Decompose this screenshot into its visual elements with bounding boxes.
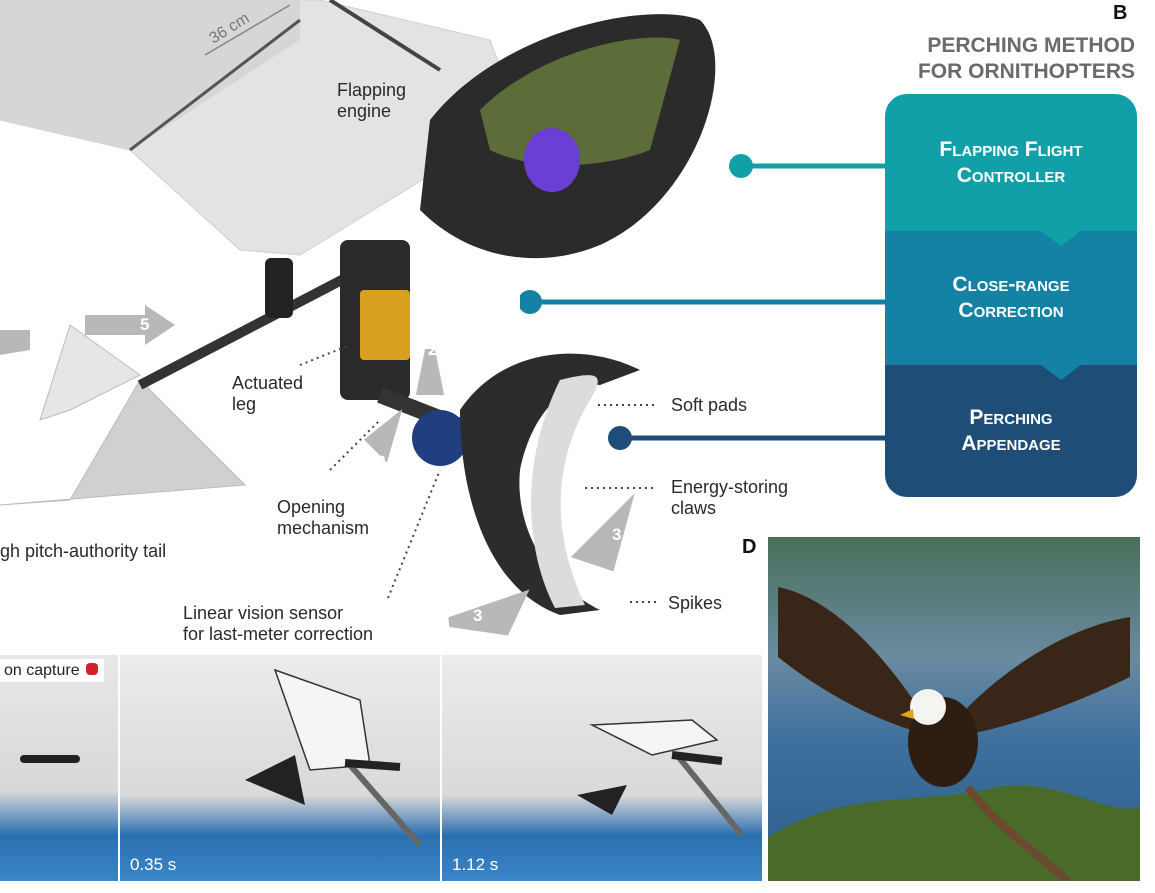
label-vision-sensor: Linear vision sensor for last-meter corr… (183, 603, 374, 644)
arrow-2-down (364, 409, 403, 463)
section-notches (1041, 231, 1081, 380)
capture-frame-2: 0.35 s (120, 655, 440, 881)
label-soft-pads: Soft pads (671, 395, 748, 415)
label-actuated-leg: Actuated leg (232, 373, 304, 414)
record-icon (84, 661, 101, 677)
capture-frame-3: 1.12 s (442, 655, 762, 881)
label-tail: gh pitch-authority tail (0, 541, 167, 561)
arrow-number-3b: 3 (473, 606, 483, 625)
panel-letter-b: B (1113, 2, 1128, 24)
connector-lines (520, 154, 890, 450)
arrow-3-down (448, 589, 530, 636)
arrow-number-5: 5 (140, 315, 150, 334)
claw-frame (460, 353, 640, 615)
panel-a-illustration: 1 2 2 2 3 3 5 36 cm Flapping engine Actu… (0, 0, 788, 650)
tail-fin (39, 324, 141, 421)
arrow-number-3a: 3 (612, 525, 622, 544)
arrow-2-up (415, 349, 445, 395)
purple-component (524, 128, 580, 192)
ornithopter-illustration (0, 0, 716, 636)
tail-plane (0, 379, 247, 506)
leader-vision (387, 469, 441, 599)
panel-letter-d: D (742, 536, 757, 558)
dimension-line (204, 4, 291, 56)
label-flapping-engine: Flapping engine (337, 80, 407, 121)
arrow-3-up (570, 493, 635, 572)
label-opening-mechanism: Opening mechanism (277, 497, 370, 538)
arrow-5-left (0, 330, 30, 355)
soft-pad (531, 375, 598, 608)
arrow-number-2a: 2 (428, 340, 438, 359)
capture-frame-1: on capture (0, 655, 118, 881)
ornithopter-frame-2 (245, 668, 423, 847)
actuator-yellow (360, 290, 410, 360)
timestamp-frame-3: 1.12 s (452, 855, 499, 874)
wing-spar (129, 18, 301, 152)
timestamp-frame-2: 0.35 s (130, 855, 177, 874)
boom-clamp (265, 258, 293, 318)
circuit-board (480, 37, 680, 165)
capture-label: on capture (0, 659, 105, 682)
label-spikes: Spikes (668, 593, 723, 613)
eagle-illustration (768, 587, 1140, 881)
perch-bar-1 (20, 755, 80, 763)
arrow-number-2c: 2 (376, 452, 386, 471)
wing-rod (328, 0, 442, 72)
ornithopter-frame-3 (577, 719, 745, 837)
perching-method-title: PERCHING METHOD FOR ORNITHOPTERS (917, 34, 1135, 83)
label-energy-claws: Energy-storing claws (671, 477, 789, 518)
arrow-number-1: 1 (772, 6, 782, 25)
arrow-5 (85, 305, 175, 345)
eagle-photo (768, 537, 1140, 881)
vision-sensor (412, 410, 468, 466)
main-wing-shade (0, 0, 300, 150)
